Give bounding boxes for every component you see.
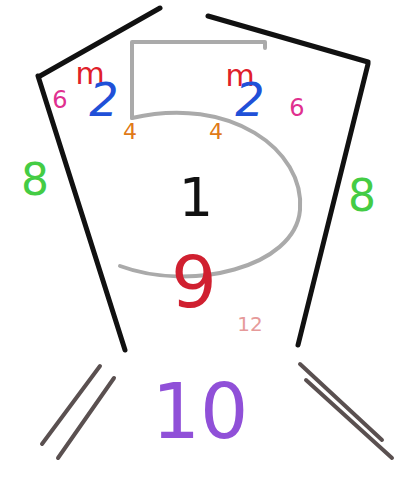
callout-number: 8 (21, 158, 49, 202)
callout-number: 8 (348, 174, 376, 218)
callout-number: 4 (123, 121, 137, 143)
callout-number: 12 (237, 314, 262, 334)
callout-number: 2 (235, 77, 264, 123)
callout-number: 6 (52, 88, 67, 112)
callout-number: 9 (171, 246, 217, 318)
double-line-right (300, 364, 382, 440)
callout-number: 10 (152, 374, 249, 450)
callout-number: 6 (289, 96, 304, 120)
callout-number: 4 (209, 121, 223, 143)
double-line-right (306, 380, 392, 458)
callout-number: 2 (89, 77, 118, 123)
callout-number: 1 (179, 171, 213, 225)
outline-top-right (208, 16, 368, 62)
outline-left (38, 76, 125, 350)
double-line-left (58, 378, 114, 458)
double-line-left (42, 366, 100, 444)
